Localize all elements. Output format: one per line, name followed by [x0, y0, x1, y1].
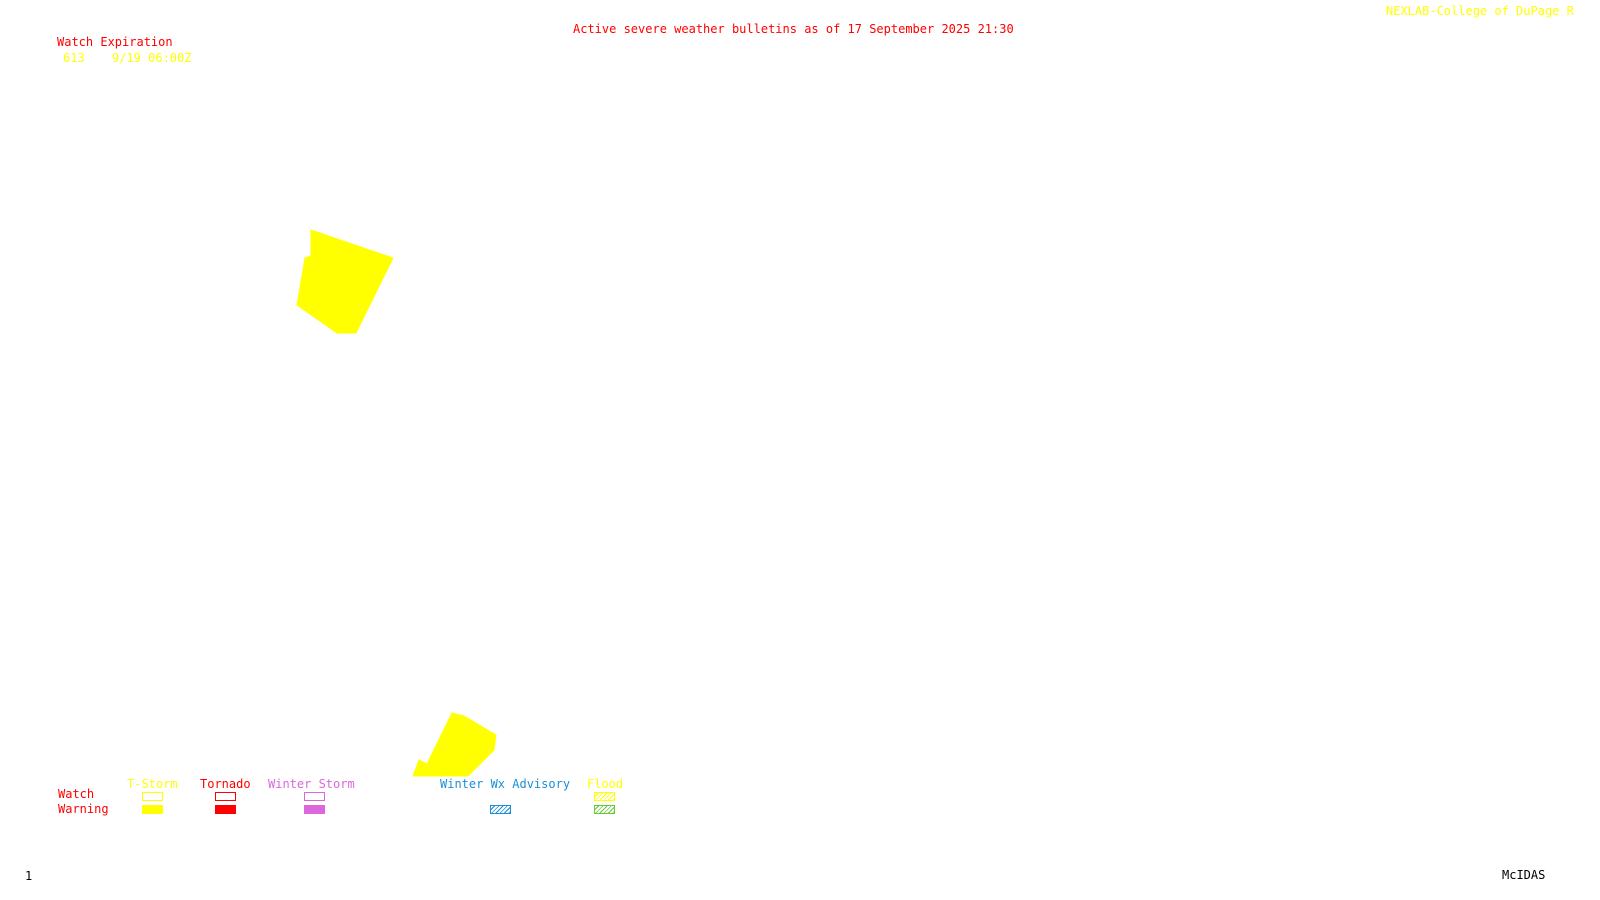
tstorm-watch-polygon	[412, 712, 497, 777]
legend-tornado-warning-swatch	[215, 805, 236, 814]
frame-number: 1	[25, 869, 33, 883]
legend-label-winter-wx-advisory: Winter Wx Advisory	[440, 777, 571, 791]
legend-row-watch: Watch	[58, 787, 95, 801]
legend-label-tornado: Tornado	[200, 777, 251, 791]
legend-winter-advisory-swatch	[490, 805, 511, 814]
legend-flood-warning-swatch	[594, 805, 615, 814]
legend-flood-watch-swatch	[594, 792, 615, 801]
software-label: McIDAS	[1502, 868, 1546, 882]
legend-winter-storm-watch-swatch	[304, 792, 325, 801]
legend-winter-storm-warning-swatch	[304, 805, 325, 814]
source-credit: NEXLAB-College of DuPage R	[1386, 4, 1574, 18]
tstorm-watch-polygon	[296, 229, 394, 334]
legend-row-warning: Warning	[58, 802, 109, 816]
legend-tstorm-watch-swatch	[142, 792, 163, 801]
watch-expiration-time: 9/19 06:00Z	[112, 51, 192, 65]
watch-expiration-heading: Watch Expiration	[57, 35, 173, 49]
legend-label-tstorm: T-Storm	[127, 777, 178, 791]
legend-label-winter-storm: Winter Storm	[268, 777, 355, 791]
watch-number: 613	[63, 51, 85, 65]
bulletin-title: Active severe weather bulletins as of 17…	[573, 22, 1014, 36]
legend-label-flood: Flood	[587, 777, 624, 791]
legend-tornado-watch-swatch	[215, 792, 236, 801]
legend-tstorm-warning-swatch	[142, 805, 163, 814]
